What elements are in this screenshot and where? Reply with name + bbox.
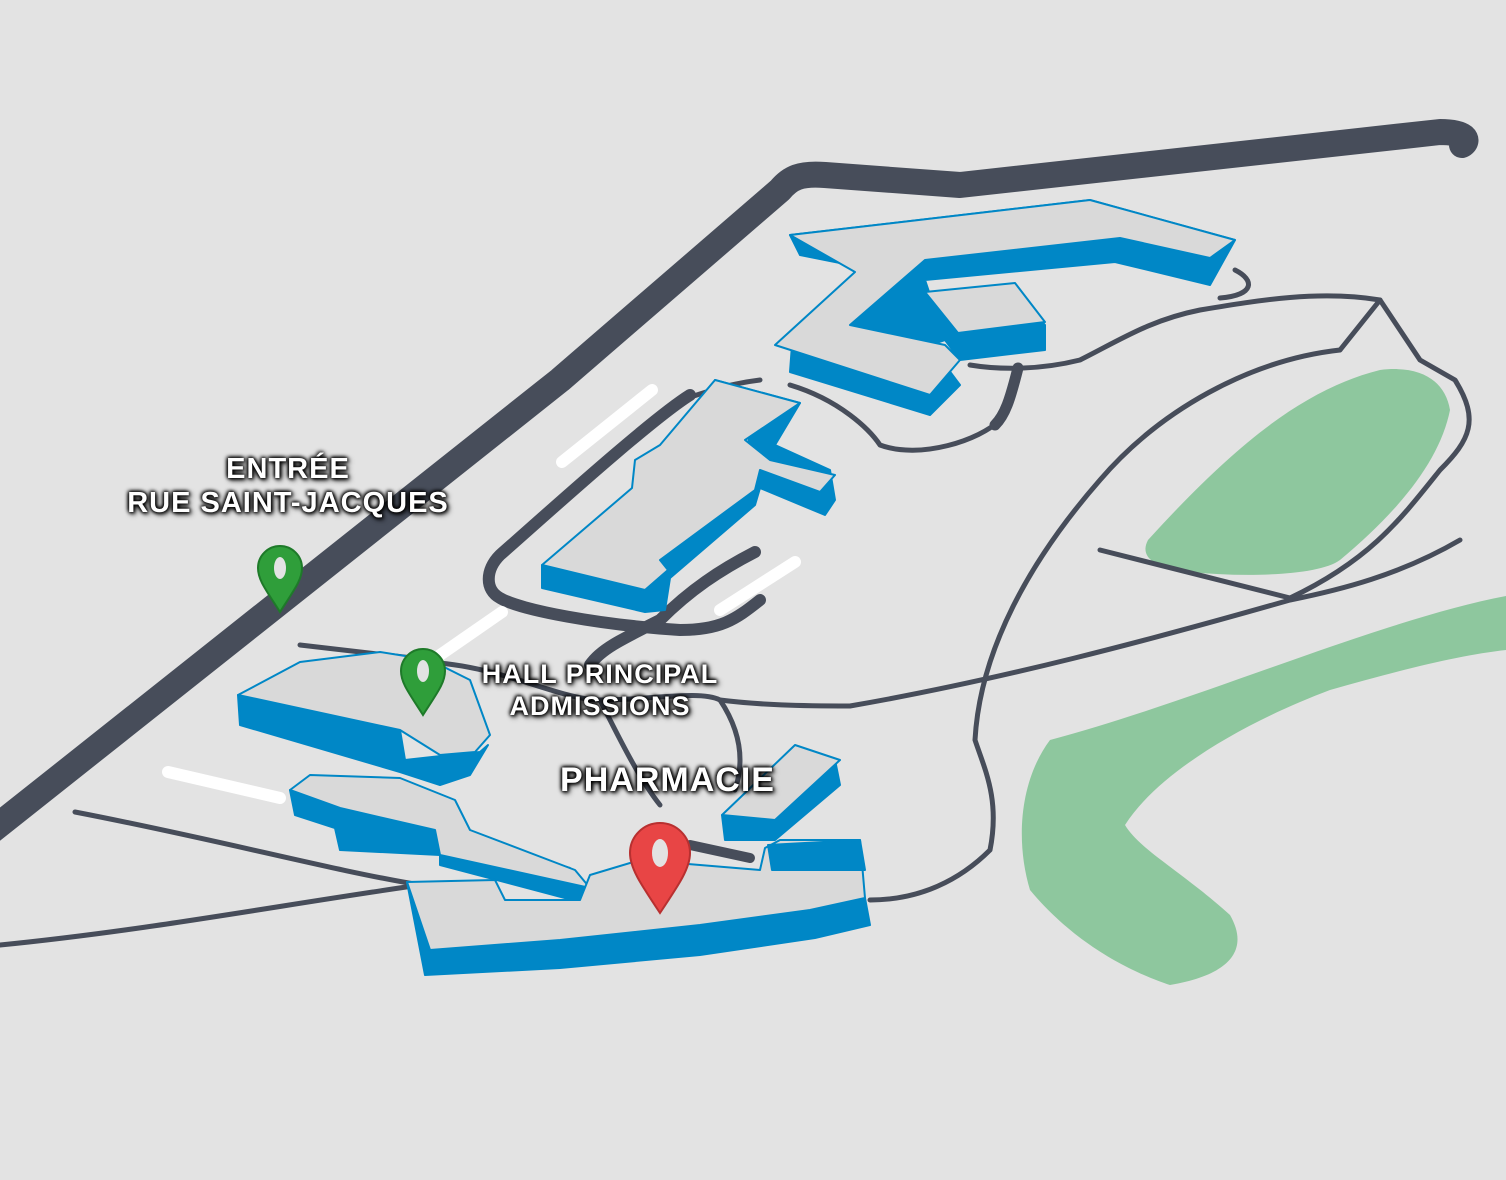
location-pin-icon[interactable] [628,822,692,915]
building-pharmacy-roof [289,774,591,889]
building-hall-wall [237,694,489,786]
marker-label-hall: HALL PRINCIPAL ADMISSIONS [445,658,755,722]
marker-label-line: ADMISSIONS [509,691,691,721]
marker-label-entree: ENTRÉE RUE SAINT-JACQUES [88,452,488,520]
green-river-strip [1021,596,1506,985]
parking-stripes [162,384,801,804]
building-central-roof [541,379,836,591]
location-pin-icon[interactable] [399,648,447,717]
marker-label-line: PHARMACIE [560,761,775,799]
walking-paths [0,267,1472,948]
building-south-east-wall [767,839,866,871]
marker-label-line: ENTRÉE [226,453,350,485]
main-road-rue-saint-jacques [0,119,1479,841]
buildings [237,199,1236,976]
marker-label-pharmacie: PHARMACIE [535,760,800,800]
service-road-spur [584,546,761,671]
marker-label-line: RUE SAINT-JACQUES [127,487,449,519]
service-road [482,389,766,636]
service-road-north [989,362,1024,431]
service-road-pharmacy [685,840,755,863]
building-north-annex [924,282,1046,334]
green-park-area [1145,369,1450,575]
location-pin-icon[interactable] [256,545,304,614]
building-east-block-roof [721,744,841,821]
building-north-roof [774,199,1236,396]
marker-label-line: HALL PRINCIPAL [481,659,719,689]
